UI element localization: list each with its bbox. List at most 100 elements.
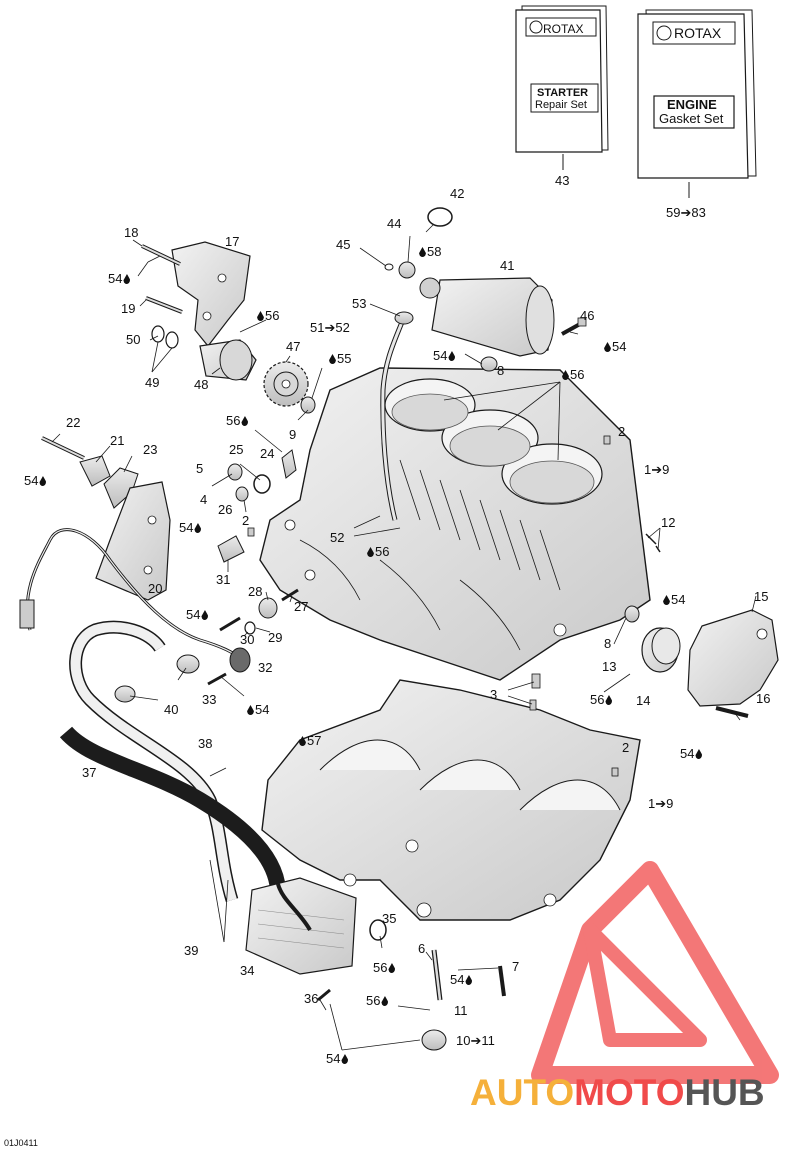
screw-30 <box>219 616 241 632</box>
callout-number: 54 <box>24 473 39 488</box>
screw-46 <box>561 317 587 336</box>
starter-repair-set-booklet <box>515 5 609 170</box>
callout-c31: 31 <box>216 573 230 587</box>
callout-number: 56 <box>375 544 390 559</box>
callout-c7: 7 <box>512 960 519 974</box>
callout-number: 44 <box>387 216 402 231</box>
callout-number: 28 <box>248 584 263 599</box>
callout-number: 21 <box>110 433 125 448</box>
bolt-6 <box>431 949 443 1001</box>
callout-c56f: 56 <box>373 961 396 975</box>
oil-drop-icon <box>194 523 202 533</box>
callout-c53: 53 <box>352 297 366 311</box>
callout-number: 55 <box>337 351 352 366</box>
callout-number: 54 <box>186 607 201 622</box>
callout-c35: 35 <box>382 912 396 926</box>
bracket-15 <box>687 609 779 707</box>
washer-25 <box>253 474 271 494</box>
oil-drop-icon <box>341 1054 349 1064</box>
callout-number: 3 <box>490 687 498 702</box>
callout-number: 53 <box>352 296 367 311</box>
oil-drop-icon <box>605 695 613 705</box>
callout-c2b: 2 <box>242 514 249 528</box>
callout-c22: 22 <box>66 416 80 430</box>
callout-c34: 34 <box>240 964 254 978</box>
callout-c54i: 54 <box>680 747 703 761</box>
callout-number: 9 <box>289 427 297 442</box>
clip-21 <box>79 455 111 487</box>
callout-c15: 15 <box>754 590 768 604</box>
callout-number: 8 <box>604 636 612 651</box>
callout-c48: 48 <box>194 378 208 392</box>
watermark-logo <box>531 861 779 1084</box>
callout-c37: 37 <box>82 766 96 780</box>
callout-number: 42 <box>450 186 465 201</box>
callout-number: 4 <box>200 492 208 507</box>
callout-number: 8 <box>497 363 505 378</box>
callout-c4: 4 <box>200 493 207 507</box>
oil-drop-icon <box>247 705 254 715</box>
callout-number: 56 <box>590 692 605 707</box>
callout-number: 56 <box>226 413 241 428</box>
callout-number: 11 <box>454 1003 468 1018</box>
engine-booklet-brand: ROTAX <box>674 25 722 41</box>
callout-c40: 40 <box>164 703 178 717</box>
callout-number: 40 <box>164 702 179 717</box>
callout-c54a: 54 <box>108 272 131 286</box>
callout-c55: 55 <box>328 352 351 366</box>
callout-number: 14 <box>636 693 651 708</box>
callout-number: 54 <box>108 271 123 286</box>
callout-number: 15 <box>754 589 769 604</box>
callout-number: 5 <box>196 461 204 476</box>
oil-drop-icon <box>367 547 374 557</box>
callout-c54h: 54 <box>246 703 269 717</box>
bolt-22 <box>41 436 85 460</box>
fitting-28-29 <box>244 597 278 635</box>
callout-c42: 42 <box>450 187 464 201</box>
callout-c47: 47 <box>286 340 300 354</box>
starter-booklet-subtitle: Repair Set <box>535 99 587 111</box>
callout-number: 54 <box>671 592 686 607</box>
callout-number: 33 <box>202 692 217 707</box>
callout-c30: 30 <box>240 633 254 647</box>
callout-number: 2 <box>622 740 630 755</box>
callout-number: 56 <box>373 960 388 975</box>
callout-c5152: 51➔52 <box>310 321 350 335</box>
oil-drop-icon <box>388 963 396 973</box>
engine-booklet-title: ENGINE <box>667 97 717 112</box>
callout-c20: 20 <box>148 582 162 596</box>
callout-number: 46 <box>580 308 595 323</box>
callout-number: 25 <box>229 442 244 457</box>
callout-number: 34 <box>240 963 255 978</box>
oil-cooler <box>245 877 357 975</box>
callout-number: 54 <box>680 746 695 761</box>
callout-c45: 45 <box>336 238 350 252</box>
callout-c36: 36 <box>304 992 318 1006</box>
callout-c26: 26 <box>218 503 232 517</box>
callout-number: 24 <box>260 446 275 461</box>
callout-c54d: 54 <box>24 474 47 488</box>
callout-c17: 17 <box>225 235 239 249</box>
gear-44 <box>398 261 416 279</box>
oil-drop-icon <box>299 736 306 746</box>
callout-c56b: 56 <box>561 368 584 382</box>
callout-number: 54 <box>450 972 465 987</box>
callout-number: 35 <box>382 911 397 926</box>
starter-booklet-title: STARTER <box>537 87 589 99</box>
callout-number: 49 <box>145 375 160 390</box>
starter-motor <box>419 277 555 357</box>
callout-c9: 9 <box>289 428 296 442</box>
callout-c54c: 54 <box>433 349 456 363</box>
callout-number: 54 <box>255 702 270 717</box>
starter-booklet-brand: ROTAX <box>543 22 584 36</box>
watermark-part-hub: HUB <box>684 1072 765 1113</box>
callout-number: 56 <box>265 308 280 323</box>
callout-c39: 39 <box>184 944 198 958</box>
upper-crankcase <box>259 367 651 681</box>
callout-number: 6 <box>418 941 426 956</box>
plug-5 <box>227 463 243 481</box>
o-ring-42 <box>427 207 453 227</box>
callout-c13: 13 <box>602 660 616 674</box>
oil-drop-icon <box>123 274 131 284</box>
callout-c56d: 56 <box>366 545 389 559</box>
